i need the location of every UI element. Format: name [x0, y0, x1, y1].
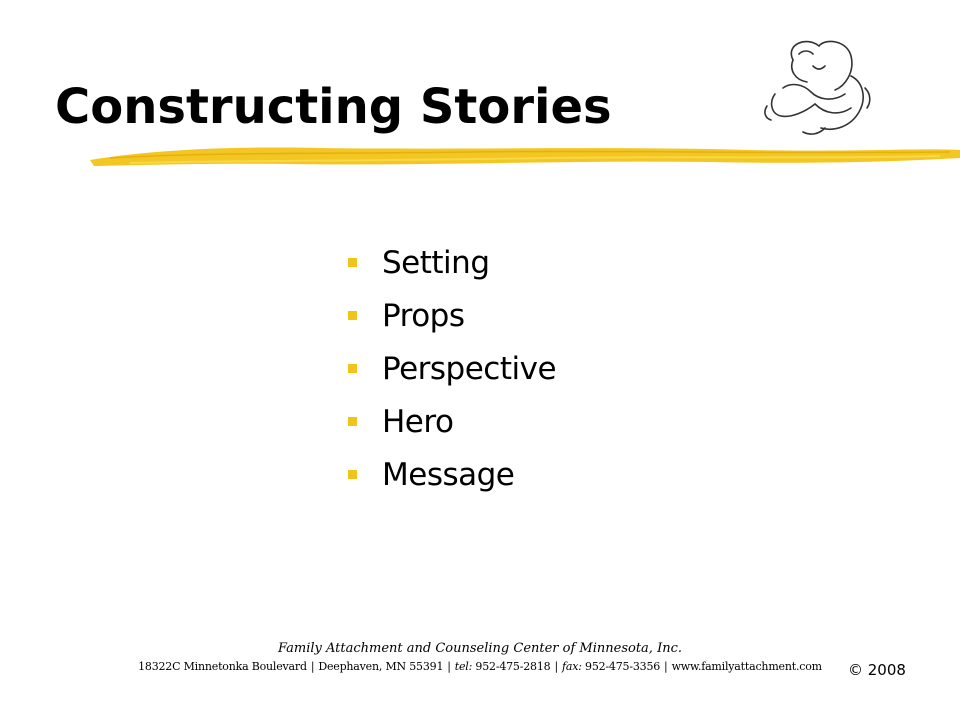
list-item: Props	[348, 289, 556, 342]
bullet-text: Perspective	[382, 350, 557, 387]
footer-separator: |	[554, 660, 558, 673]
square-bullet-icon	[348, 470, 357, 479]
list-item: Message	[348, 448, 556, 501]
copyright-notice: © 2008	[848, 661, 906, 679]
list-item: Perspective	[348, 342, 557, 395]
bullet-text: Message	[382, 456, 515, 493]
footer-city: Deephaven, MN 55391	[318, 660, 444, 673]
footer: Family Attachment and Counseling Center …	[120, 640, 840, 676]
footer-contact-line: 18322C Minnetonka Boulevard|Deephaven, M…	[120, 658, 840, 676]
footer-organization: Family Attachment and Counseling Center …	[278, 641, 682, 656]
yellow-brush-stroke-underline	[90, 147, 960, 166]
list-item: Setting	[348, 236, 556, 289]
slide-title: Constructing Stories	[55, 79, 612, 135]
square-bullet-icon	[348, 258, 357, 267]
square-bullet-icon	[348, 311, 357, 320]
footer-tel-label: tel:	[454, 660, 473, 673]
footer-separator: |	[664, 660, 668, 673]
square-bullet-icon	[348, 364, 357, 373]
bullet-text: Props	[382, 297, 465, 334]
footer-separator: |	[447, 660, 451, 673]
footer-tel: 952-475-2818	[475, 660, 551, 673]
bullet-text: Setting	[382, 244, 490, 281]
footer-separator: |	[310, 660, 315, 673]
list-item: Hero	[348, 395, 556, 448]
footer-address: 18322C Minnetonka Boulevard	[138, 660, 307, 673]
footer-website-link[interactable]: www.familyattachment.com	[671, 660, 823, 673]
bullet-list: Setting Props Perspective Hero Message	[348, 236, 557, 501]
mother-child-logo-icon	[764, 40, 871, 135]
footer-fax: 952-475-3356	[585, 660, 661, 673]
bullet-text: Hero	[382, 403, 454, 440]
footer-fax-label: fax:	[561, 660, 582, 673]
square-bullet-icon	[348, 417, 357, 426]
